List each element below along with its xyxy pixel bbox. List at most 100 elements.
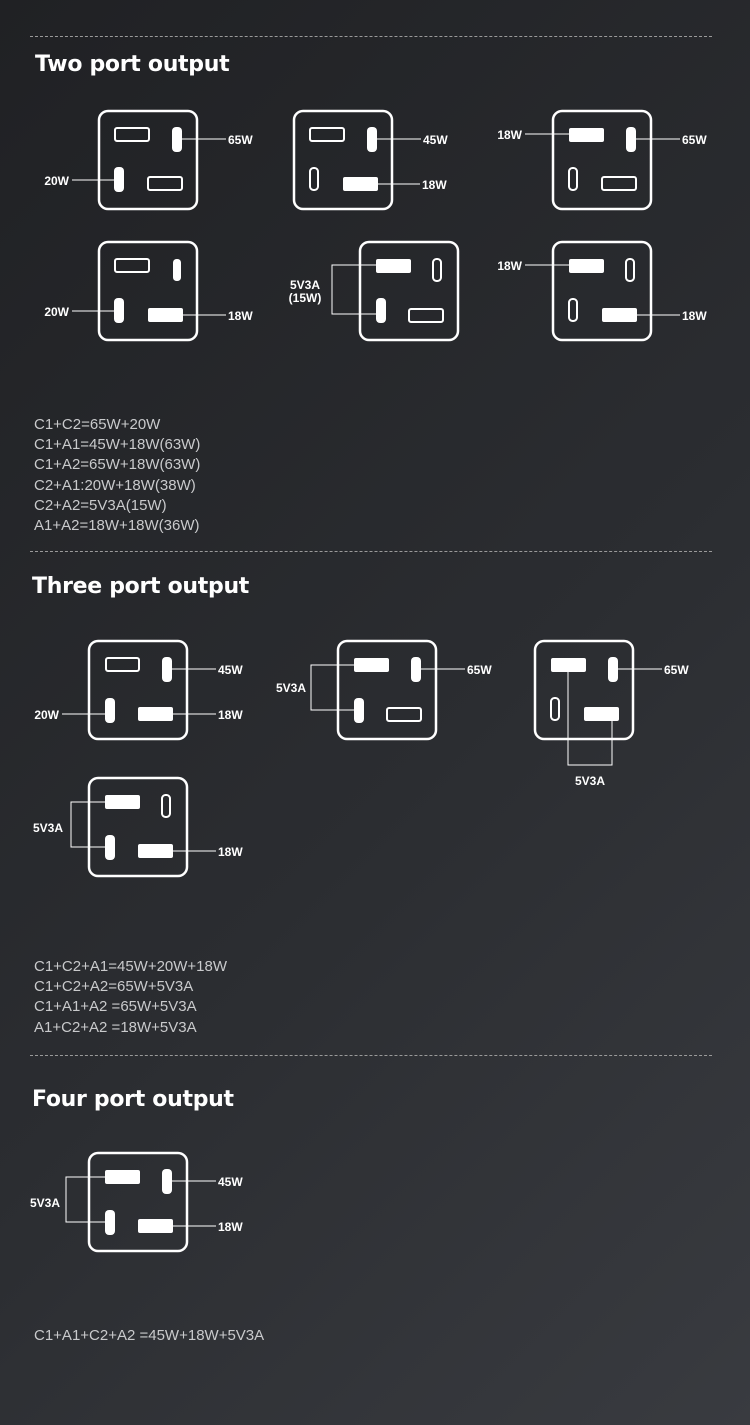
usb-c1-port [161,794,171,818]
combination-item: C1+C2=65W+20W [34,416,161,433]
callout-label: 45W [423,133,448,147]
bracket-line [567,672,613,766]
usb-a2-port [138,707,173,721]
usb-c1-port [367,127,377,152]
charger-face-two-port-c1-c2: 65W 20W [44,109,253,211]
usb-c1-port [625,258,635,282]
combination-item: C1+A1=45W+18W(63W) [34,436,201,454]
charger-outline [97,240,199,342]
usb-a1-port [551,658,586,672]
usb-c2-port [354,698,364,723]
usb-a2-port [408,308,444,323]
usb-c1-port [162,1169,172,1194]
usb-c1-port [626,127,636,152]
charger-face-two-port-c1-a1: 45W 18W [292,109,448,211]
section-title-four-port: Four port output [32,1087,234,1112]
bracket-line [310,664,354,711]
combination-item: C1+C2+A2=65W+5V3A [34,978,194,996]
charger-outline [533,639,635,741]
charger-face-two-port-a1-a2: 18W 18W [497,240,707,342]
charger-face-three-port-2: 5V3A 65W [276,639,492,741]
charger-outline [292,109,394,211]
callout-label: 18W [497,259,522,273]
combination-item: C2+A1:20W+18W(38W) [34,476,196,494]
charger-face-two-port-c1-a2: 18W 65W [497,109,707,211]
combination-item: C1+A2=65W+18W(63W) [34,456,201,474]
usb-c2-port [105,698,115,723]
charger-face-two-port-c2-a1: 20W 18W [44,240,253,342]
callout-label: 20W [44,305,69,319]
usb-c2-port [105,835,115,860]
combination-item: C1+C2+A1=45W+20W+18W [34,958,228,975]
callout-label: 5V3A [575,774,605,788]
callout-label: 18W [218,845,243,859]
callout-label: 65W [228,133,253,147]
usb-a1-port [114,258,150,273]
callout-label: 5V3A [290,278,320,292]
usb-c2-port [568,167,578,191]
usb-a2-port [147,176,183,191]
charger-outline [336,639,438,741]
usb-a1-port [569,128,604,142]
bracket-line [331,264,376,315]
callout-label: 18W [228,309,253,323]
callout-label: 18W [682,309,707,323]
usb-a2-port [584,707,619,721]
charger-face-three-port-1: 45W 20W 18W [34,639,243,741]
usb-a2-port [138,844,173,858]
section-divider [30,551,712,552]
charger-outline [87,639,189,741]
callout-label: 65W [467,663,492,677]
callout-label: 65W [664,663,689,677]
usb-a2-port [148,308,183,322]
callout-label: 20W [34,708,59,722]
combination-item: A1+C2+A2 =18W+5V3A [34,1018,197,1036]
callout-label: 18W [497,128,522,142]
charger-outline [97,109,199,211]
usb-c2-port [114,167,124,192]
charger-outline [87,776,189,878]
usb-c2-port [568,298,578,322]
usb-a1-port [376,259,411,273]
usb-a2-port [602,308,637,322]
charger-face-four-port: 45W 5V3A 18W [30,1151,243,1253]
usb-c1-port [162,657,172,682]
charger-outline [358,240,460,342]
combination-item: C2+A2=5V3A(15W) [34,496,167,514]
usb-a1-port [105,1170,140,1184]
section-title-three-port: Three port output [32,574,250,599]
usb-c1-port [172,127,182,152]
usb-c2-port [309,167,319,191]
callout-label: 45W [218,663,243,677]
combination-list-four-port: C1+A1+C2+A2 =45W+18W+5V3A [34,1326,264,1346]
combination-item: A1+A2=18W+18W(36W) [34,517,200,535]
callout-label: 65W [682,133,707,147]
combination-item: C1+A1+A2 =65W+5V3A [34,998,197,1016]
usb-a1-port [569,259,604,273]
combination-list-three-port: C1+C2+A1=45W+20W+18W C1+C2+A2=65W+5V3A C… [34,957,227,1038]
usb-c1-port [432,258,442,282]
charger-outline [551,240,653,342]
usb-a1-port [105,657,140,672]
usb-a2-port [601,176,637,191]
callout-label: 5V3A [30,1196,60,1210]
combination-list-two-port: C1+C2=65W+20W C1+A1=45W+18W(63W) C1+A2=6… [34,415,200,536]
usb-c1-port [608,657,618,682]
callout-label: 18W [218,1220,243,1234]
usb-a2-port [343,177,378,191]
charger-face-three-port-3: 65W 5V3A [533,639,689,788]
callout-label: 18W [422,178,447,192]
callout-label: 20W [44,174,69,188]
charger-face-two-port-c2-a2: 5V3A (15W) [289,240,460,342]
section-divider [30,36,712,37]
callout-label: 18W [218,708,243,722]
usb-a1-port [114,127,150,142]
section-divider [30,1055,712,1056]
usb-a1-port [354,658,389,672]
callout-label: 5V3A [276,681,306,695]
usb-a1-port [105,795,140,809]
usb-c1-port [173,259,181,281]
charger-outline [551,109,653,211]
charger-face-three-port-4: 5V3A 18W [33,776,243,878]
